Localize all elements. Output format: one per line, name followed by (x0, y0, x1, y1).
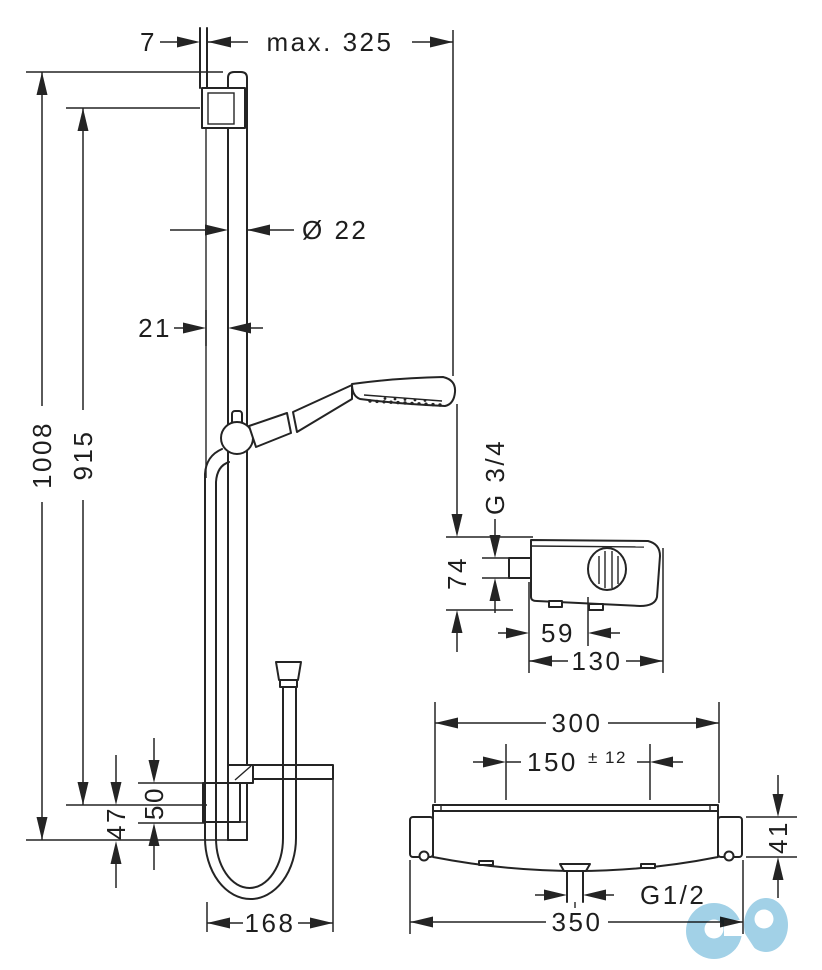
side-view-thermostat: G 3/4 74 59 130 (442, 404, 664, 676)
dim-label-130: 130 (572, 646, 623, 676)
logo-glyph-c (686, 903, 748, 959)
dim-wall-plate-depth: 7 (140, 27, 200, 57)
dim-label-915: 915 (68, 430, 98, 481)
dim-label-350: 350 (552, 907, 603, 937)
dim-label-g34: G 3/4 (480, 439, 510, 515)
shower-hose (204, 448, 302, 900)
dim-label-g12: G1/2 (640, 880, 706, 910)
shelf-bar (227, 764, 334, 784)
dim-label-59: 59 (541, 618, 575, 648)
hand-shower (248, 376, 457, 448)
thermostat-body-side (508, 539, 661, 611)
shower-rail (227, 71, 248, 841)
dim-rail-diameter: Ø 22 (170, 215, 368, 245)
end-cap-left (409, 816, 434, 858)
dim-end-height: 41 (746, 775, 797, 898)
dim-bottom-offset: 47 (101, 755, 131, 888)
dim-label-168: 168 (245, 908, 296, 938)
dim-label-50: 50 (139, 786, 169, 820)
outlet-port-side (508, 557, 532, 579)
dim-knob-offset: 59 (498, 582, 620, 673)
thermostat-body-front (409, 804, 743, 930)
screw-right (723, 850, 735, 862)
dim-label-dia-22: Ø 22 (302, 215, 368, 245)
dim-label-7: 7 (140, 27, 157, 57)
dim-body-height-side: 74 (442, 404, 533, 652)
dim-label-tolerance: ± 12 (588, 748, 627, 767)
dim-body-width: 300 (434, 702, 720, 803)
dim-inlet-thread: G1/2 (535, 880, 706, 910)
main-view: 7 max. 325 1008 (26, 27, 457, 938)
thermostat-knob-side (587, 547, 627, 591)
dim-rail-length: 915 (66, 107, 207, 806)
dim-label-47: 47 (101, 806, 131, 840)
watermark-logo (686, 898, 788, 959)
screw-left (418, 850, 430, 862)
dim-hose-loop-width: 168 (206, 765, 334, 938)
wall-plate (199, 27, 208, 478)
dim-outlet-thread: G 3/4 (480, 439, 510, 613)
slider-knob (220, 410, 254, 455)
dim-wall-distance: 21 (138, 310, 263, 346)
wall-bracket-bottom (202, 782, 241, 823)
wall-bracket-top (201, 87, 246, 129)
logo-glyph-d (744, 898, 788, 952)
dim-label-1008: 1008 (27, 421, 57, 489)
front-view-thermostat: 300 150 ± 12 41 (409, 702, 797, 937)
dim-label-21: 21 (138, 313, 172, 343)
dim-max-reach: max. 325 (208, 27, 454, 376)
dim-total-height: 1008 (26, 71, 230, 841)
dim-label-300: 300 (552, 708, 603, 738)
dim-label-max-325: max. 325 (267, 27, 394, 57)
dim-label-41: 41 (763, 820, 793, 854)
dim-inlet-spacing: 150 ± 12 (473, 744, 683, 800)
spray-nozzles (368, 397, 442, 407)
dim-total-width: 350 (409, 860, 744, 937)
dim-label-150: 150 (527, 747, 578, 777)
dim-label-74: 74 (442, 556, 472, 590)
dim-bracket-height: 50 (138, 738, 206, 870)
dim-body-depth: 130 (529, 548, 664, 676)
